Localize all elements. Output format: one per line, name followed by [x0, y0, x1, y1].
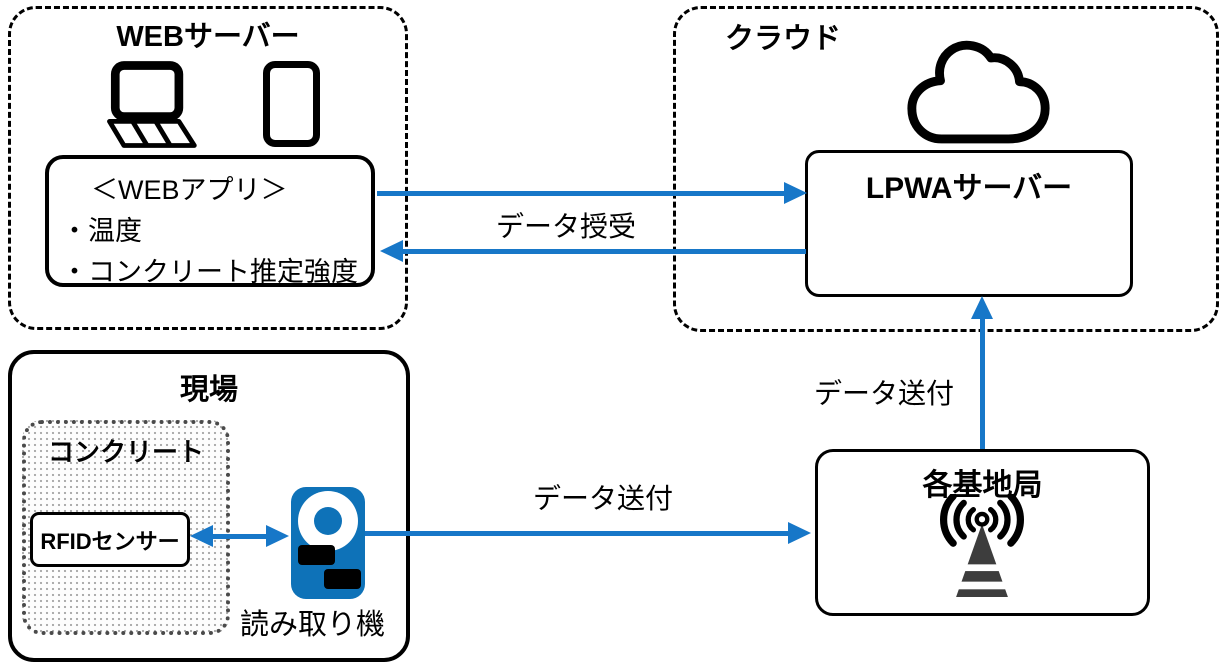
rfid-sensor-box: RFIDセンサー	[30, 512, 190, 567]
antenna-icon	[934, 492, 1030, 604]
arrow-rfid-reader-head-left	[190, 525, 213, 547]
arrow-rfid-reader-head-right	[266, 525, 289, 547]
concrete-title: コンクリート	[47, 437, 204, 467]
arrow-rfid-reader-line	[208, 534, 274, 539]
data-exchange-label: データ授受	[495, 211, 636, 242]
tablet-icon	[263, 61, 320, 147]
arrow-base-to-lpwa-head	[971, 296, 993, 319]
laptop-icon	[96, 60, 202, 150]
cloud-icon	[900, 38, 1058, 152]
data-send-vertical-label: データ送付	[814, 378, 955, 409]
site-title: 現場	[179, 374, 238, 406]
reader-lens-ring	[298, 491, 358, 551]
web-app-item-temperature: ・温度	[61, 216, 142, 246]
reader-button-2	[324, 569, 361, 589]
cloud-title: クラウド	[725, 23, 842, 55]
arrow-lpwa-to-webapp-line	[402, 249, 806, 254]
arrow-webapp-to-lpwa-head	[784, 182, 807, 204]
web-app-item-concrete-strength: ・コンクリート推定強度	[61, 257, 358, 287]
lpwa-server-title: LPWAサーバー	[865, 172, 1073, 205]
arrow-lpwa-to-webapp-head	[380, 240, 403, 262]
base-station-title: 各基地局	[922, 469, 1043, 502]
rfid-sensor-label: RFIDセンサー	[40, 528, 180, 554]
web-server-title: WEBサーバー	[116, 21, 300, 53]
web-app-heading: ＜WEBアプリ＞	[91, 175, 288, 205]
arrow-base-to-lpwa-line	[980, 317, 985, 449]
arrow-webapp-to-lpwa-line	[377, 191, 785, 196]
web-app-box: ＜WEBアプリ＞ ・温度 ・コンクリート推定強度	[45, 155, 375, 287]
lpwa-server-box: LPWAサーバー	[805, 150, 1133, 297]
arrow-reader-to-base-head	[788, 522, 811, 544]
reader-lens-center	[314, 507, 342, 535]
arrow-reader-to-base-line	[365, 531, 790, 536]
reader-button-1	[298, 545, 335, 565]
data-send-horizontal-label: データ送付	[532, 483, 673, 514]
rfid-reader-icon	[291, 487, 365, 599]
reader-label: 読み取り機	[240, 609, 386, 641]
